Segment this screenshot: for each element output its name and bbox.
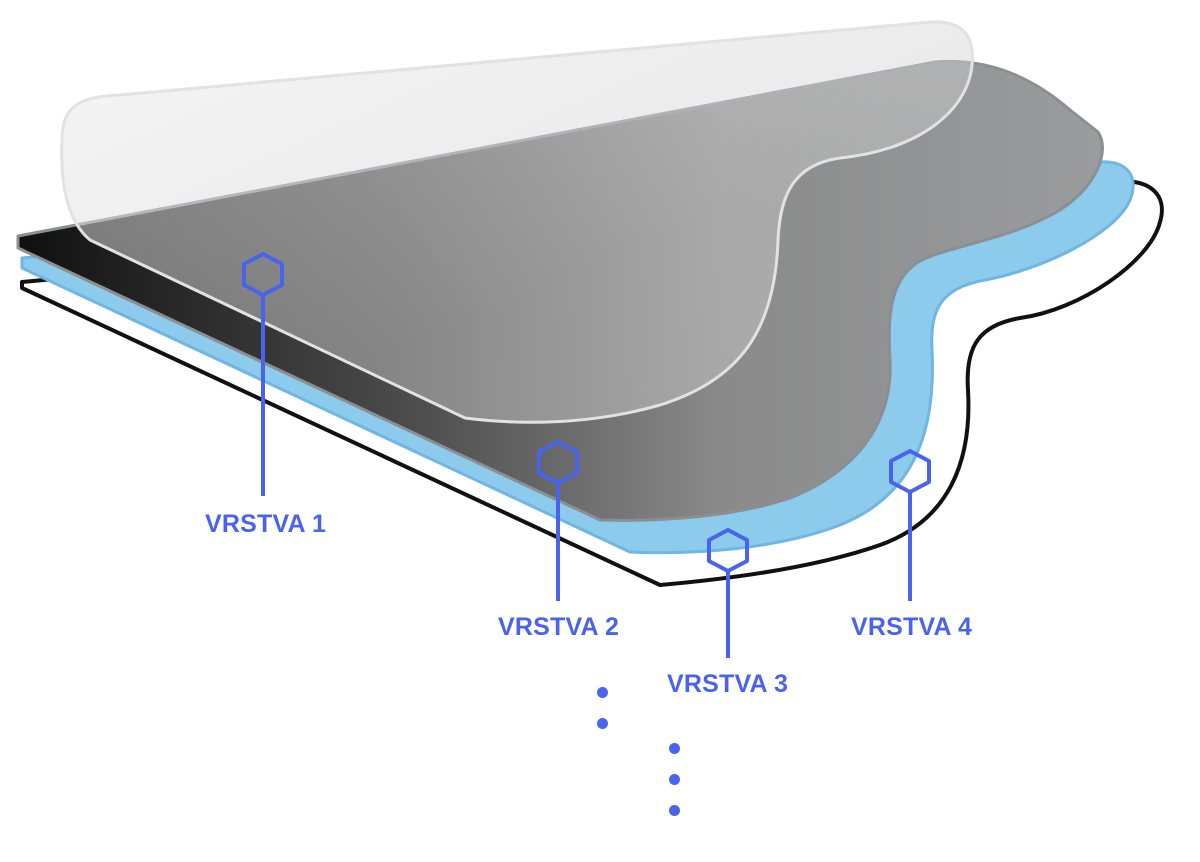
bullet-dot-icon — [597, 718, 608, 729]
bullet-dot-icon — [597, 687, 608, 698]
layer-1-film — [60, 20, 974, 424]
layer-2-label: VRSTVA 2 — [498, 613, 620, 641]
bullet-dot-icon — [669, 805, 680, 816]
hexagon-marker-icon — [707, 528, 749, 573]
layer-1-label: VRSTVA 1 — [205, 510, 327, 538]
hexagon-marker-icon — [537, 440, 579, 485]
hexagon-marker-icon — [889, 449, 931, 494]
layer-3-label: VRSTVA 3 — [667, 670, 789, 698]
layer-4-label: VRSTVA 4 — [851, 613, 973, 641]
hexagon-marker-icon — [242, 252, 284, 297]
bullet-dot-icon — [669, 743, 680, 754]
bullet-dot-icon — [669, 774, 680, 785]
